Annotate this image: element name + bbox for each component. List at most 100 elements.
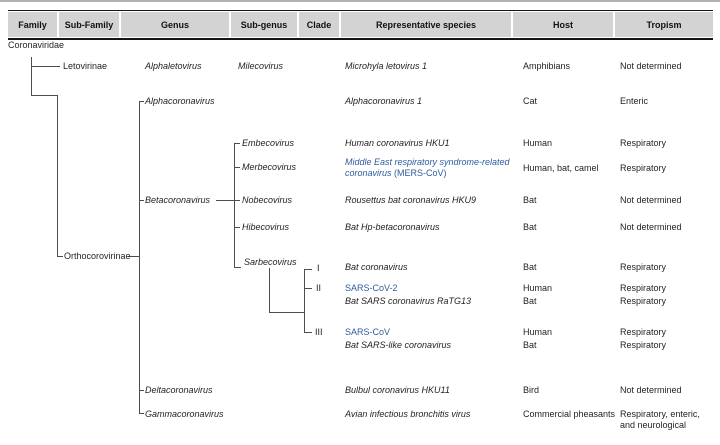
host-ibv: Commercial pheasants: [523, 409, 616, 419]
tree-line-to-clade-i: [304, 269, 312, 270]
genus-alphaletovirus: Alphaletovirus: [145, 61, 202, 71]
species-sars-cov[interactable]: SARS-CoV: [345, 327, 391, 337]
tree-line-orthocorovirinae-dash: [128, 256, 139, 257]
tree-line-to-clade-ii: [304, 288, 312, 289]
subgenus-hibecovirus: Hibecovirus: [242, 222, 290, 232]
species-bat-coronavirus: Bat coronavirus: [345, 262, 408, 272]
tree-line-to-betacoronavirus: [139, 200, 144, 201]
genus-deltacoronavirus: Deltacoronavirus: [145, 385, 213, 395]
tree-line-to-sarbecovirus: [234, 267, 241, 268]
genus-gammacoronavirus: Gammacoronavirus: [145, 409, 224, 419]
subgenus-embecovirus: Embecovirus: [242, 138, 295, 148]
tree-line-to-nobecovirus: [234, 200, 240, 201]
host-bat-sars-like: Bat: [523, 340, 537, 350]
tree-line-betacoronavirus-dash: [216, 200, 234, 201]
species-hku9: Rousettus bat coronavirus HKU9: [345, 195, 477, 205]
clade-i-label: I: [317, 263, 320, 273]
tree-line-to-deltacoronavirus: [139, 390, 144, 391]
tree-line-subfamily-stem: [57, 95, 58, 257]
tree-line-clade-stem: [304, 269, 305, 333]
table-top-rule: [8, 10, 713, 11]
species-ratg13: Bat SARS coronavirus RaTG13: [345, 296, 472, 306]
family-label: Coronaviridae: [8, 40, 65, 50]
tree-line-to-orthocorovirinae: [57, 256, 63, 257]
genus-betacoronavirus: Betacoronavirus: [145, 195, 211, 205]
species-bat-sars-like: Bat SARS-like coronavirus: [345, 340, 452, 350]
tropism-letovirus: Not determined: [620, 61, 682, 71]
species-ibv: Avian infectious bronchitis virus: [345, 409, 471, 419]
header-label: Genus: [160, 19, 189, 30]
tropism-hku11: Not determined: [620, 385, 682, 395]
tropism-mers: Respiratory: [620, 163, 667, 173]
host-mers: Human, bat, camel: [523, 163, 599, 173]
header-cell-subfamily: Sub-Family: [59, 12, 119, 37]
host-ratg13: Bat: [523, 296, 537, 306]
tropism-sars-cov: Respiratory: [620, 327, 667, 337]
header-label: Family: [18, 19, 47, 30]
tree-line-clade-elbow: [269, 312, 304, 313]
species-mers-line2[interactable]: coronavirus (MERS-CoV): [345, 168, 447, 179]
tree-line-subgenus-stem: [234, 143, 235, 268]
host-bat-cov: Bat: [523, 262, 537, 272]
subgenus-merbecovirus: Merbecovirus: [242, 162, 297, 172]
header-label: Tropism: [646, 19, 682, 30]
host-sars-cov-2: Human: [523, 283, 553, 293]
clade-iii-label: III: [315, 327, 323, 337]
subfamily-orthocorovirinae: Orthocorovirinae: [64, 251, 131, 261]
species-mers-line1[interactable]: Middle East respiratory syndrome-related: [345, 157, 510, 167]
tropism-alphacov1: Enteric: [620, 96, 649, 106]
host-alphacov1: Cat: [523, 96, 538, 106]
subfamily-letovirinae: Letovirinae: [63, 61, 108, 71]
tree-line-to-alphacoronavirus: [139, 101, 144, 102]
tree-line-to-clade-iii: [304, 332, 312, 333]
header-label: Sub-genus: [240, 19, 288, 30]
species-hku11: Bulbul coronavirus HKU11: [345, 385, 450, 395]
tree-line-to-gammacoronavirus: [139, 413, 144, 414]
header-label: Host: [553, 19, 573, 30]
species-alphacoronavirus-1: Alphacoronavirus 1: [345, 96, 423, 106]
host-sars-cov: Human: [523, 327, 553, 337]
header-cell-host: Host: [513, 12, 613, 37]
tropism-bat-sars-like: Respiratory: [620, 340, 667, 350]
host-hku9: Bat: [523, 195, 537, 205]
tropism-bat-cov: Respiratory: [620, 262, 667, 272]
tropism-sars-cov-2: Respiratory: [620, 283, 667, 293]
figure-top-border: [0, 0, 720, 2]
tropism-hku9: Not determined: [620, 195, 682, 205]
subgenus-milecovirus: Milecovirus: [238, 61, 284, 71]
tropism-ibv: Respiratory, enteric, and neurological: [620, 409, 700, 430]
tree-line-family-stem: [31, 57, 32, 96]
tree-line-to-embecovirus: [234, 143, 240, 144]
host-hku11: Bird: [523, 385, 540, 395]
header-label: Clade: [306, 19, 332, 30]
species-bat-hp: Bat Hp-betacoronavirus: [345, 222, 440, 232]
clade-ii-label: II: [316, 283, 322, 293]
genus-alphacoronavirus: Alphacoronavirus: [145, 96, 215, 106]
tree-line-genus-stem: [139, 101, 140, 414]
header-cell-tropism: Tropism: [615, 12, 713, 37]
tree-line-to-letovirinae: [31, 66, 60, 67]
header-cell-species: Representative species: [341, 12, 511, 37]
header-cell-clade: Clade: [299, 12, 339, 37]
header-label: Representative species: [375, 19, 477, 30]
species-mers-name[interactable]: coronavirus: [345, 168, 392, 178]
header-bottom-rule: [8, 38, 713, 40]
species-mers-abbrev[interactable]: (MERS-CoV): [391, 168, 447, 178]
header-cell-genus: Genus: [121, 12, 229, 37]
species-microhyla-letovirus: Microhyla letovirus 1: [345, 61, 428, 71]
header-label: Sub-Family: [64, 19, 114, 30]
subgenus-sarbecovirus: Sarbecovirus: [244, 257, 297, 267]
tropism-ratg13: Respiratory: [620, 296, 667, 306]
tropism-hku1: Respiratory: [620, 138, 667, 148]
tropism-bat-hp: Not determined: [620, 222, 682, 232]
host-letovirus: Amphibians: [523, 61, 571, 71]
subgenus-nobecovirus: Nobecovirus: [242, 195, 293, 205]
header-cell-family: Family: [8, 12, 57, 37]
species-hku1: Human coronavirus HKU1: [345, 138, 450, 148]
tree-line-family-elbow: [31, 95, 58, 96]
tree-line-to-hibecovirus: [234, 227, 240, 228]
tree-line-sarbecovirus-stem: [269, 268, 270, 313]
species-sars-cov-2[interactable]: SARS-CoV-2: [345, 283, 398, 293]
host-bat-hp: Bat: [523, 222, 537, 232]
